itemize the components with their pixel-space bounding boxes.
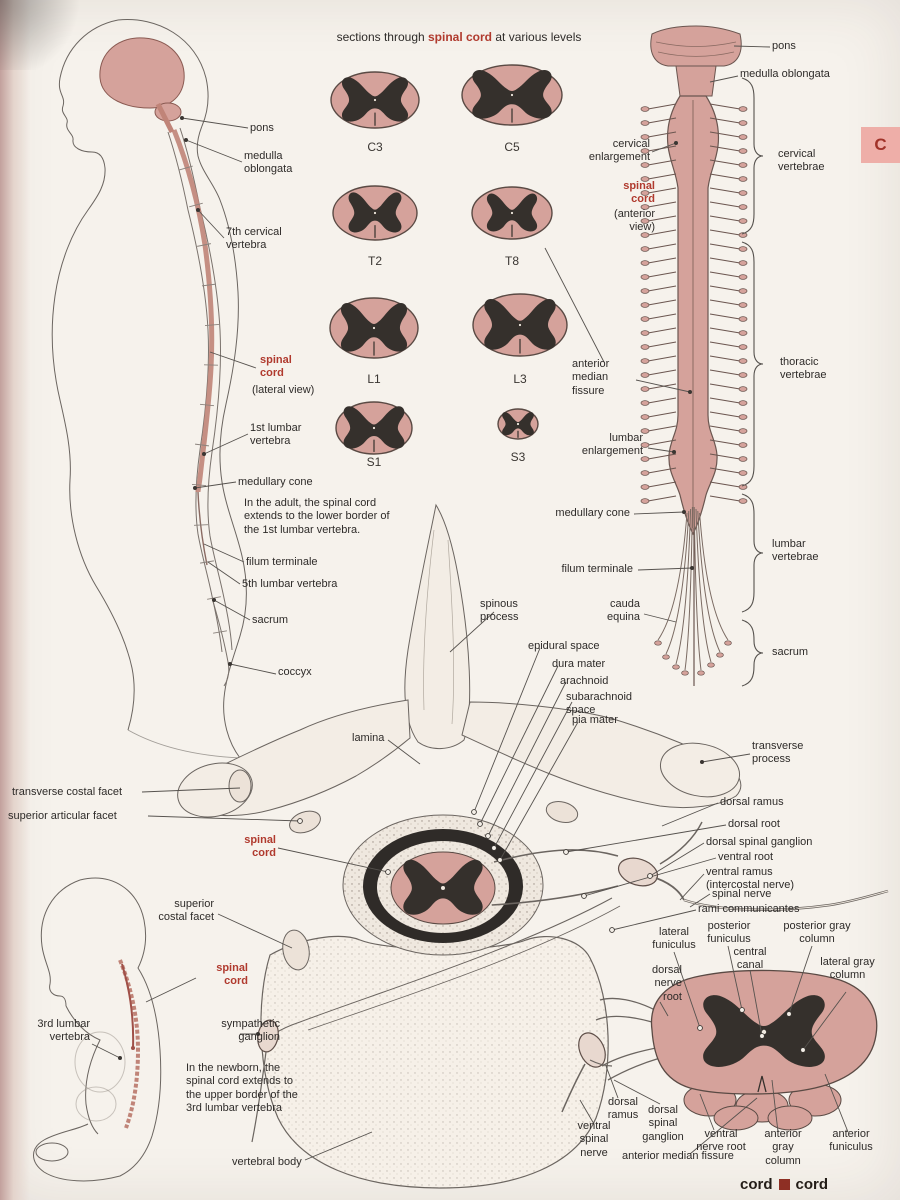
figure-cord-anterior bbox=[640, 25, 764, 687]
label-cervical-enlargement: cervical enlargement bbox=[588, 138, 650, 164]
figure-newborn bbox=[33, 877, 162, 1182]
label-level-s1: S1 bbox=[366, 455, 382, 469]
label-left-spinal-cord: spinal cord bbox=[260, 354, 292, 380]
label-detail-dorsal-spinal-ganglion: dorsal spinal ganglion bbox=[642, 1104, 684, 1143]
label-dura-mater: dura mater bbox=[552, 658, 606, 670]
label-spinal-nerve: spinal nerve bbox=[712, 888, 772, 900]
label-dorsal-spinal-ganglion: dorsal spinal ganglion bbox=[706, 836, 813, 848]
label-lumbar-enlargement: lumbar enlargement bbox=[581, 432, 643, 458]
label-canal-spinal-cord: spinal cord bbox=[244, 834, 276, 860]
label-ventral-root: ventral root bbox=[718, 851, 774, 863]
label-left-c7: 7th cervical vertebra bbox=[226, 226, 282, 252]
label-right-pons: pons bbox=[772, 40, 796, 52]
label-spinous-process: spinous process bbox=[480, 598, 519, 624]
label-left-lateral-view: (lateral view) bbox=[252, 384, 315, 396]
label-left-medulla: medulla oblongata bbox=[244, 150, 293, 176]
label-posterior-funiculus: posterior funiculus bbox=[707, 920, 751, 946]
footer-word-left: cord bbox=[740, 1176, 773, 1193]
label-left-l1: 1st lumbar vertebra bbox=[250, 422, 302, 448]
label-left-coccyx: coccyx bbox=[278, 666, 312, 678]
label-left-sacrum: sacrum bbox=[252, 614, 289, 626]
label-right-medulla: medulla oblongata bbox=[740, 68, 830, 80]
label-left-l5: 5th lumbar vertebra bbox=[242, 578, 338, 590]
label-subarachnoid-space: subarachnoid space bbox=[566, 691, 633, 717]
label-left-medullary-cone: medullary cone bbox=[238, 476, 313, 488]
label-level-l1: L1 bbox=[367, 372, 381, 386]
label-dorsal-ramus: dorsal ramus bbox=[720, 796, 784, 808]
label-right-sacrum: sacrum bbox=[772, 646, 809, 658]
label-detail-dorsal-ramus: dorsal ramus bbox=[607, 1096, 639, 1122]
label-lumbar-vertebrae: lumbar vertebrae bbox=[772, 538, 819, 564]
label-epidural-space: epidural space bbox=[528, 640, 600, 652]
footer-word-right: cord bbox=[795, 1176, 829, 1193]
label-anterior-funiculus: anterior funiculus bbox=[829, 1128, 873, 1154]
label-anterior-view: (anterior view) bbox=[614, 208, 655, 234]
label-ant-median-fissure: anterior median fissure bbox=[572, 358, 610, 397]
figure-vertebra-section bbox=[177, 503, 889, 1189]
label-vertebral-body: vertebral body bbox=[232, 1156, 302, 1168]
page-footer: cord cord bbox=[740, 1176, 828, 1193]
label-newborn-spinal-cord: spinal cord bbox=[216, 962, 248, 988]
page-corner-shadow bbox=[0, 0, 90, 70]
label-detail-ant-median-fissure: anterior median fissure bbox=[622, 1150, 734, 1162]
label-central-canal: central canal bbox=[733, 946, 767, 972]
figure-cord-segment-detail bbox=[561, 969, 878, 1131]
title-part2: at various levels bbox=[492, 30, 582, 44]
label-posterior-gray-column: posterior gray column bbox=[783, 920, 851, 946]
label-newborn-l3: 3rd lumbar vertebra bbox=[37, 1018, 90, 1044]
label-level-c3: C3 bbox=[367, 140, 383, 154]
chapter-tab: C bbox=[861, 127, 900, 163]
figure-adult-lateral bbox=[51, 19, 247, 759]
note-newborn: In the newborn, the spinal cord extends … bbox=[186, 1062, 298, 1115]
label-superior-articular-facet: superior articular facet bbox=[8, 810, 117, 822]
footer-square-icon bbox=[778, 1179, 790, 1190]
label-transverse-costal-facet: transverse costal facet bbox=[12, 786, 123, 798]
label-cervical-vertebrae: cervical vertebrae bbox=[778, 148, 825, 174]
cross-sections-grid bbox=[329, 64, 568, 455]
title-part1: sections through bbox=[336, 30, 428, 44]
figure-title: sections through spinal cord at various … bbox=[316, 30, 602, 44]
label-level-s3: S3 bbox=[510, 450, 526, 464]
label-superior-costal-facet: superior costal facet bbox=[158, 898, 214, 924]
label-arachnoid: arachnoid bbox=[560, 675, 609, 687]
leader-lines bbox=[91, 45, 849, 1161]
label-thoracic-vertebrae: thoracic vertebrae bbox=[780, 356, 827, 382]
label-level-l3: L3 bbox=[513, 372, 527, 386]
label-ventral-spinal-nerve: ventral spinal nerve bbox=[577, 1120, 611, 1159]
label-ventral-ramus: ventral ramus (intercostal nerve) bbox=[706, 866, 795, 892]
label-right-spinal-cord: spinal cord bbox=[623, 180, 655, 206]
chapter-tab-letter: C bbox=[874, 135, 887, 154]
label-left-pons: pons bbox=[250, 122, 274, 134]
label-lamina: lamina bbox=[352, 732, 385, 744]
label-sympathetic-ganglion: sympathetic ganglion bbox=[221, 1018, 280, 1044]
label-lateral-funiculus: lateral funiculus bbox=[652, 926, 696, 952]
book-binding-edge bbox=[0, 0, 30, 1200]
label-left-filum: filum terminale bbox=[246, 556, 318, 568]
note-adult: In the adult, the spinal cord extends to… bbox=[244, 497, 390, 536]
label-ventral-nerve-root: ventral nerve root bbox=[696, 1128, 746, 1154]
label-rami-communicantes: rami communicantes bbox=[698, 903, 800, 915]
label-pia-mater: pia mater bbox=[572, 714, 618, 726]
label-cauda-equina: cauda equina bbox=[606, 598, 640, 624]
label-anterior-gray-column: anterior gray column bbox=[764, 1128, 802, 1167]
label-right-filum: filum terminale bbox=[561, 563, 633, 575]
label-lateral-gray-column: lateral gray column bbox=[820, 956, 875, 982]
label-dorsal-root: dorsal root bbox=[728, 818, 780, 830]
title-highlight: spinal cord bbox=[428, 30, 493, 44]
label-right-medullary-cone: medullary cone bbox=[555, 507, 630, 519]
label-level-t8: T8 bbox=[504, 254, 519, 268]
label-level-t2: T2 bbox=[367, 254, 382, 268]
label-transverse-process: transverse process bbox=[752, 740, 804, 766]
label-dorsal-nerve-root: dorsal nerve root bbox=[652, 964, 682, 1003]
label-level-c5: C5 bbox=[504, 140, 520, 154]
